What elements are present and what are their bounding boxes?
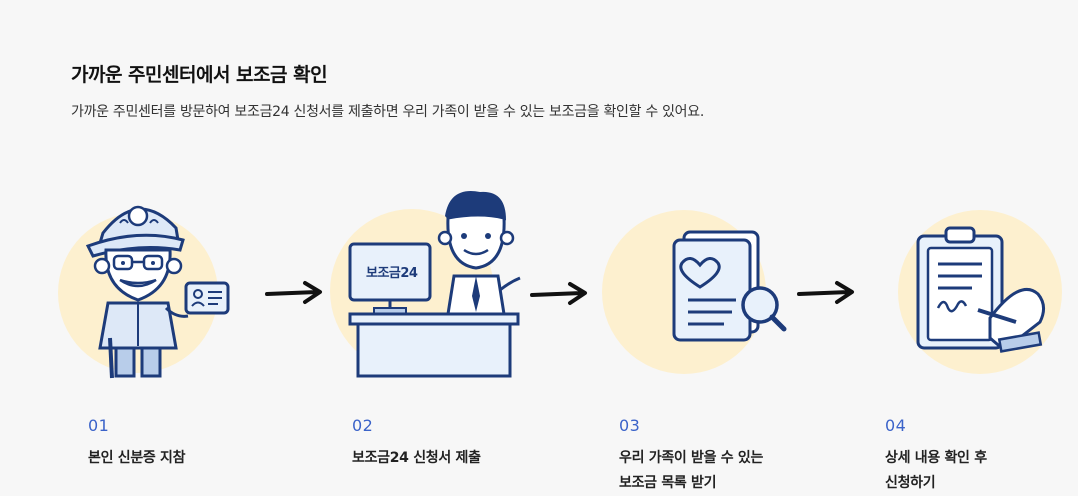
step-3-label-line-2: 보조금 목록 받기: [619, 475, 717, 491]
arrow-right-icon: [265, 280, 325, 310]
arrow-right-icon: [530, 281, 590, 311]
document-magnifier-icon: [602, 210, 787, 374]
elderly-man-id-card-icon: [58, 205, 230, 379]
clipboard-signature-icon: [898, 210, 1062, 374]
step-1-illustration: [58, 188, 248, 383]
step-3-number: 03: [619, 416, 641, 435]
step-3-illustration: [600, 210, 800, 380]
step-2-number: 02: [352, 416, 374, 435]
step-3-label: 우리 가족이 받을 수 있는 보조금 목록 받기: [619, 446, 809, 496]
monitor-screen-text: 보조금24: [366, 266, 418, 281]
section-description: 가까운 주민센터를 방문하여 보조금24 신청서를 제출하면 우리 가족이 받을…: [71, 104, 704, 120]
step-4-label: 상세 내용 확인 후 신청하기: [885, 446, 1075, 496]
step-1-label-line: 본인 신분증 지참: [88, 450, 186, 466]
step-1-number: 01: [88, 416, 110, 435]
step-2-label-line: 보조금24 신청서 제출: [352, 450, 481, 466]
section-title: 가까운 주민센터에서 보조금 확인: [71, 64, 328, 86]
step-4-label-line-2: 신청하기: [885, 475, 936, 491]
step-1-label: 본인 신분증 지참: [88, 446, 278, 471]
step-2-illustration: [330, 186, 530, 381]
step-4-label-line-1: 상세 내용 확인 후: [885, 450, 987, 466]
arrow-right-icon: [797, 280, 857, 310]
clerk-desk-monitor-icon: [330, 191, 521, 378]
step-2-label: 보조금24 신청서 제출: [352, 446, 542, 471]
step-4-illustration: [880, 208, 1070, 378]
step-4-number: 04: [885, 416, 907, 435]
step-3-label-line-1: 우리 가족이 받을 수 있는: [619, 450, 764, 466]
